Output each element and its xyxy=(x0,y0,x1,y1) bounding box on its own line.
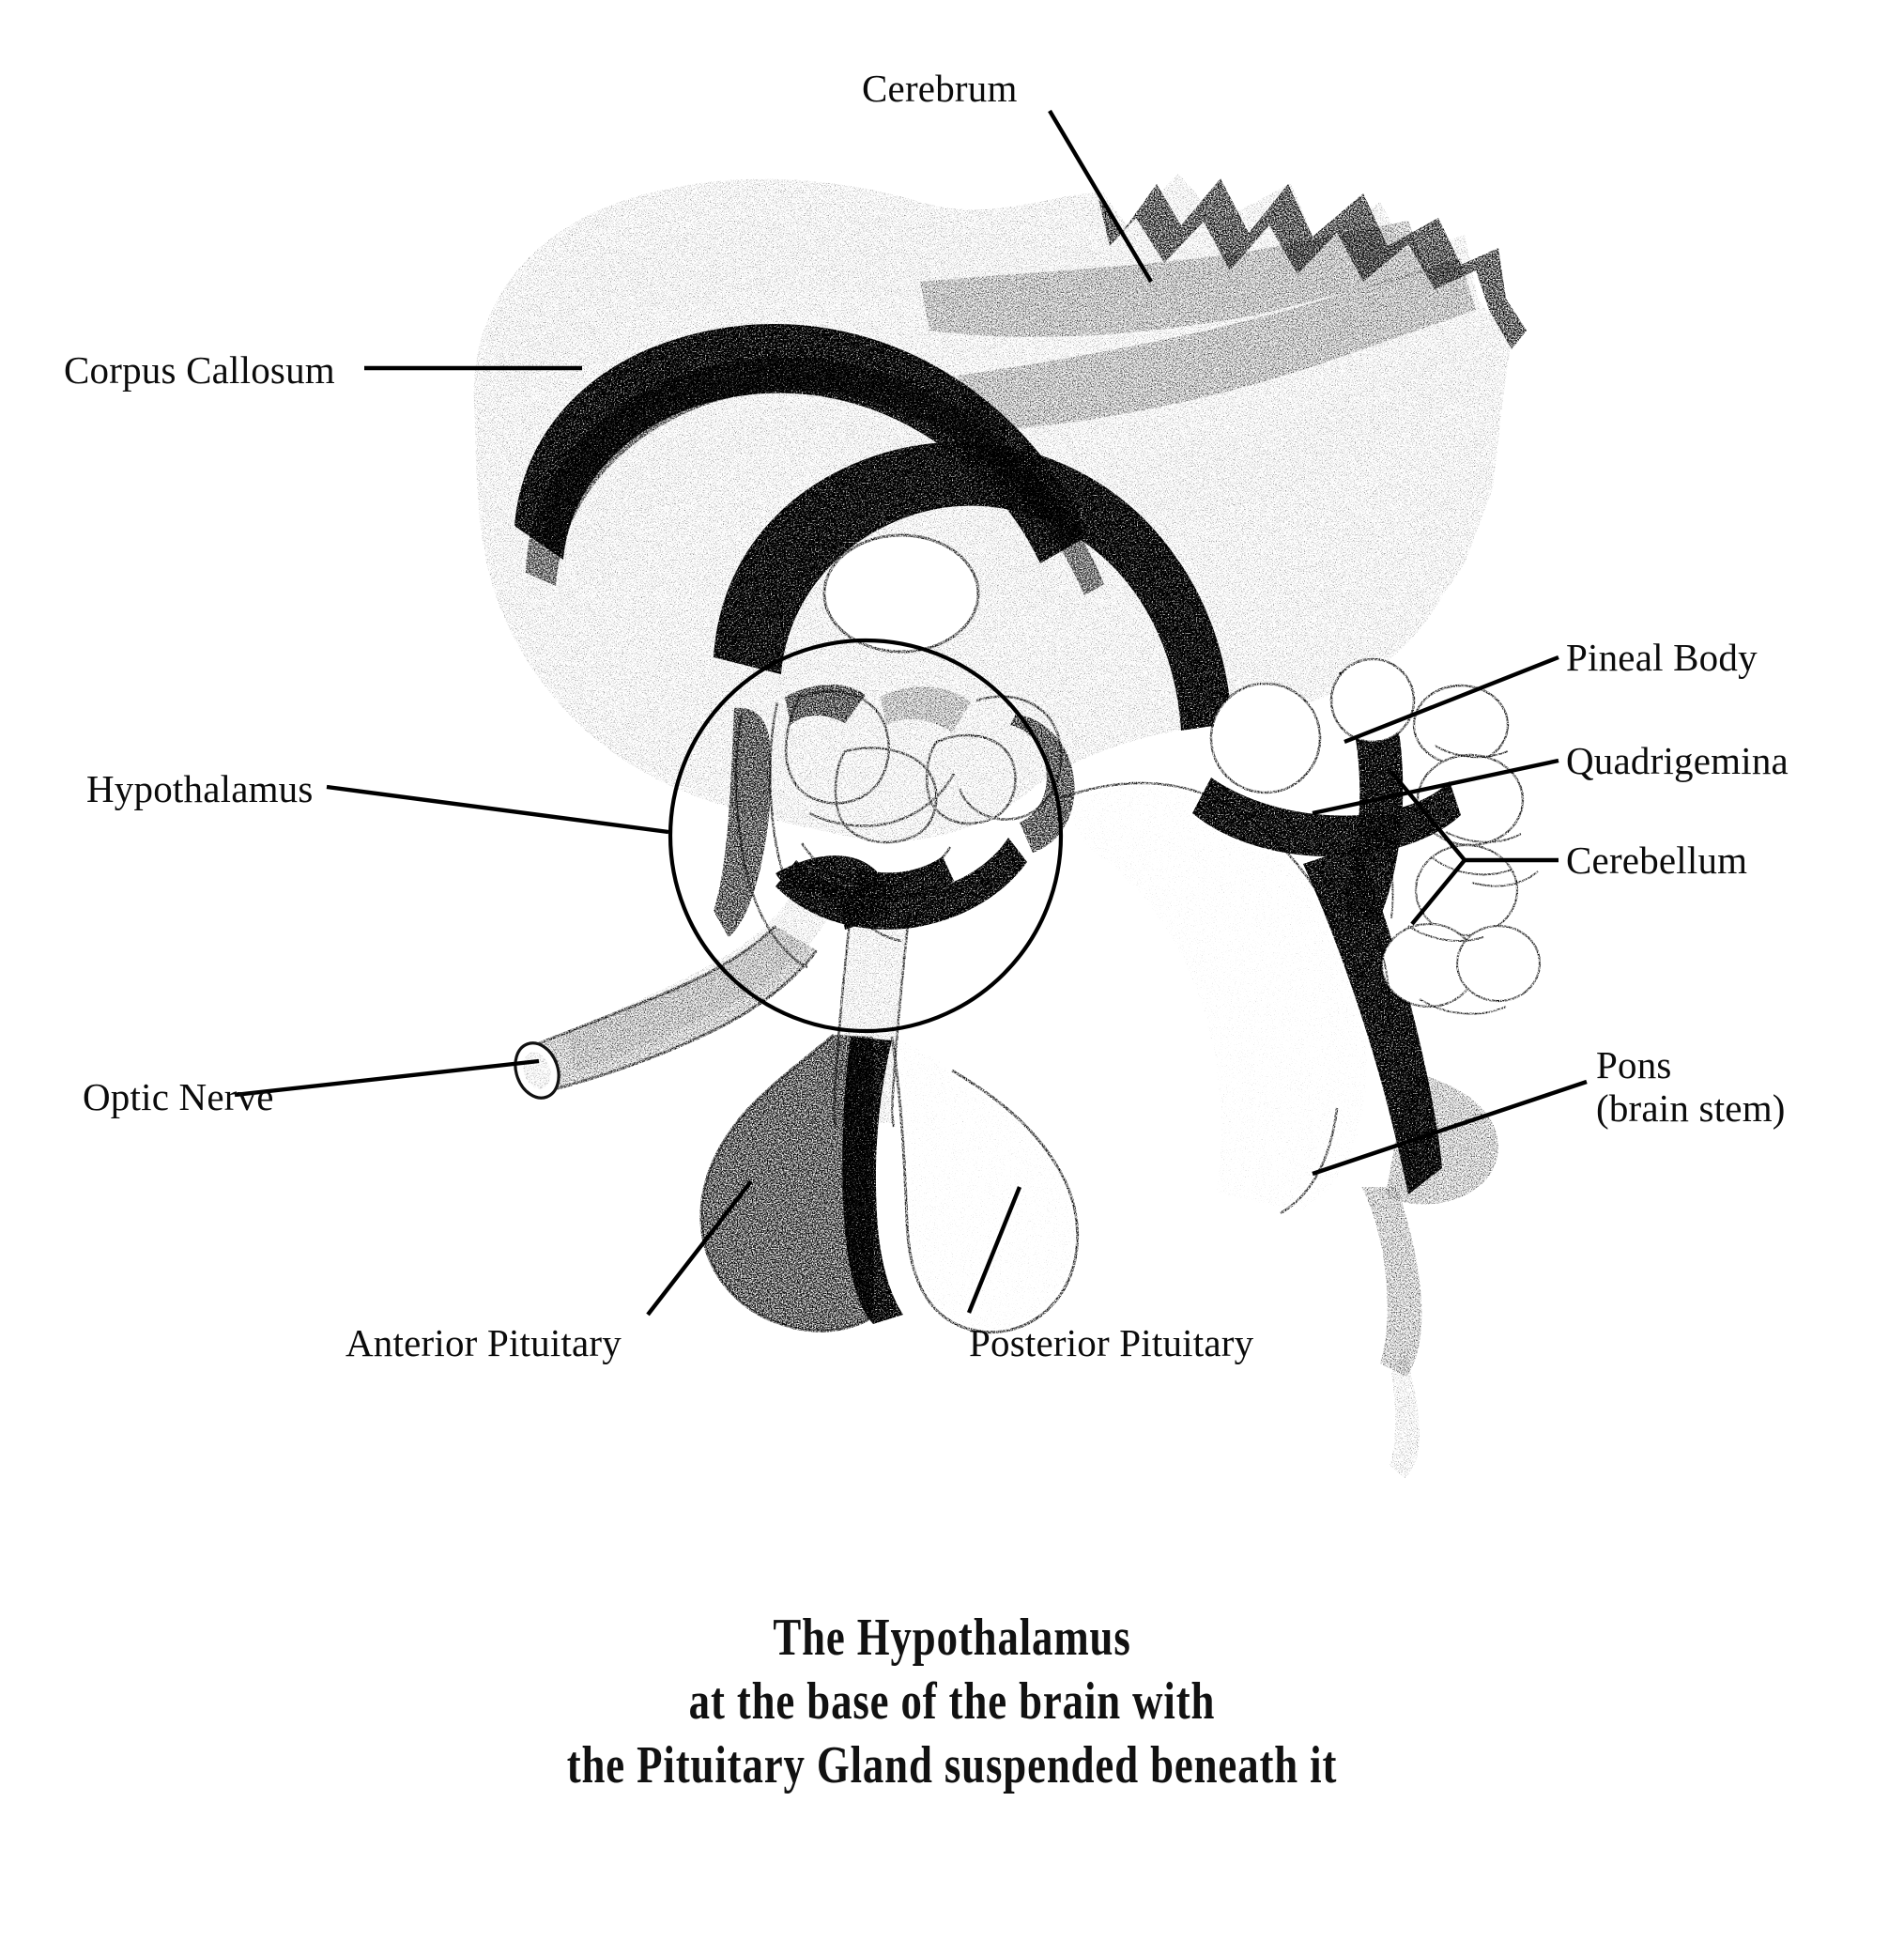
label-optic-nerve: Optic Nerve xyxy=(83,1075,274,1118)
label-quadrigemina: Quadrigemina xyxy=(1566,739,1789,782)
label-pineal-body: Pineal Body xyxy=(1566,636,1758,679)
label-pons: Pons (brain stem) xyxy=(1596,1043,1786,1131)
leader-pons xyxy=(1312,1079,1588,1177)
brainstem xyxy=(1060,781,1498,1478)
leader-hypothalamus xyxy=(326,784,669,835)
leader-optic-nerve xyxy=(234,1058,540,1098)
leader-pineal-body xyxy=(1344,655,1559,745)
leader-anterior-pituitary xyxy=(646,1179,753,1317)
cerebellum xyxy=(1377,745,1542,1024)
anterior-pituitary-lobe xyxy=(700,1035,873,1332)
pituitary-gland xyxy=(699,1033,1080,1334)
caption-line-2: at the base of the brain with xyxy=(688,1672,1216,1731)
label-corpus-callosum: Corpus Callosum xyxy=(64,348,335,392)
label-anterior-pituitary: Anterior Pituitary xyxy=(345,1321,622,1364)
leader-lines xyxy=(234,109,1588,1317)
caption-line-1: The Hypothalamus xyxy=(773,1609,1131,1667)
leader-quadrigemina xyxy=(1312,758,1559,816)
label-pons-line2: (brain stem) xyxy=(1596,1086,1786,1130)
leader-cerebrum xyxy=(1048,109,1153,284)
massa-intermedia xyxy=(822,533,980,654)
fornix-arc xyxy=(714,441,1232,731)
leader-posterior-pituitary xyxy=(966,1186,1022,1314)
label-cerebrum: Cerebrum xyxy=(862,67,1018,110)
label-hypothalamus: Hypothalamus xyxy=(86,767,314,810)
cerebral-gyri-outline xyxy=(1098,178,1527,349)
posterior-pituitary-lobe xyxy=(892,1037,1077,1332)
leader-cerebellum-bracket xyxy=(1390,770,1467,926)
label-posterior-pituitary: Posterior Pituitary xyxy=(969,1321,1254,1364)
optic-nerve xyxy=(514,855,891,1100)
caption-line-3: the Pituitary Gland suspended beneath it xyxy=(566,1736,1338,1794)
label-pons-line1: Pons xyxy=(1596,1043,1672,1086)
label-cerebellum: Cerebellum xyxy=(1566,839,1748,882)
